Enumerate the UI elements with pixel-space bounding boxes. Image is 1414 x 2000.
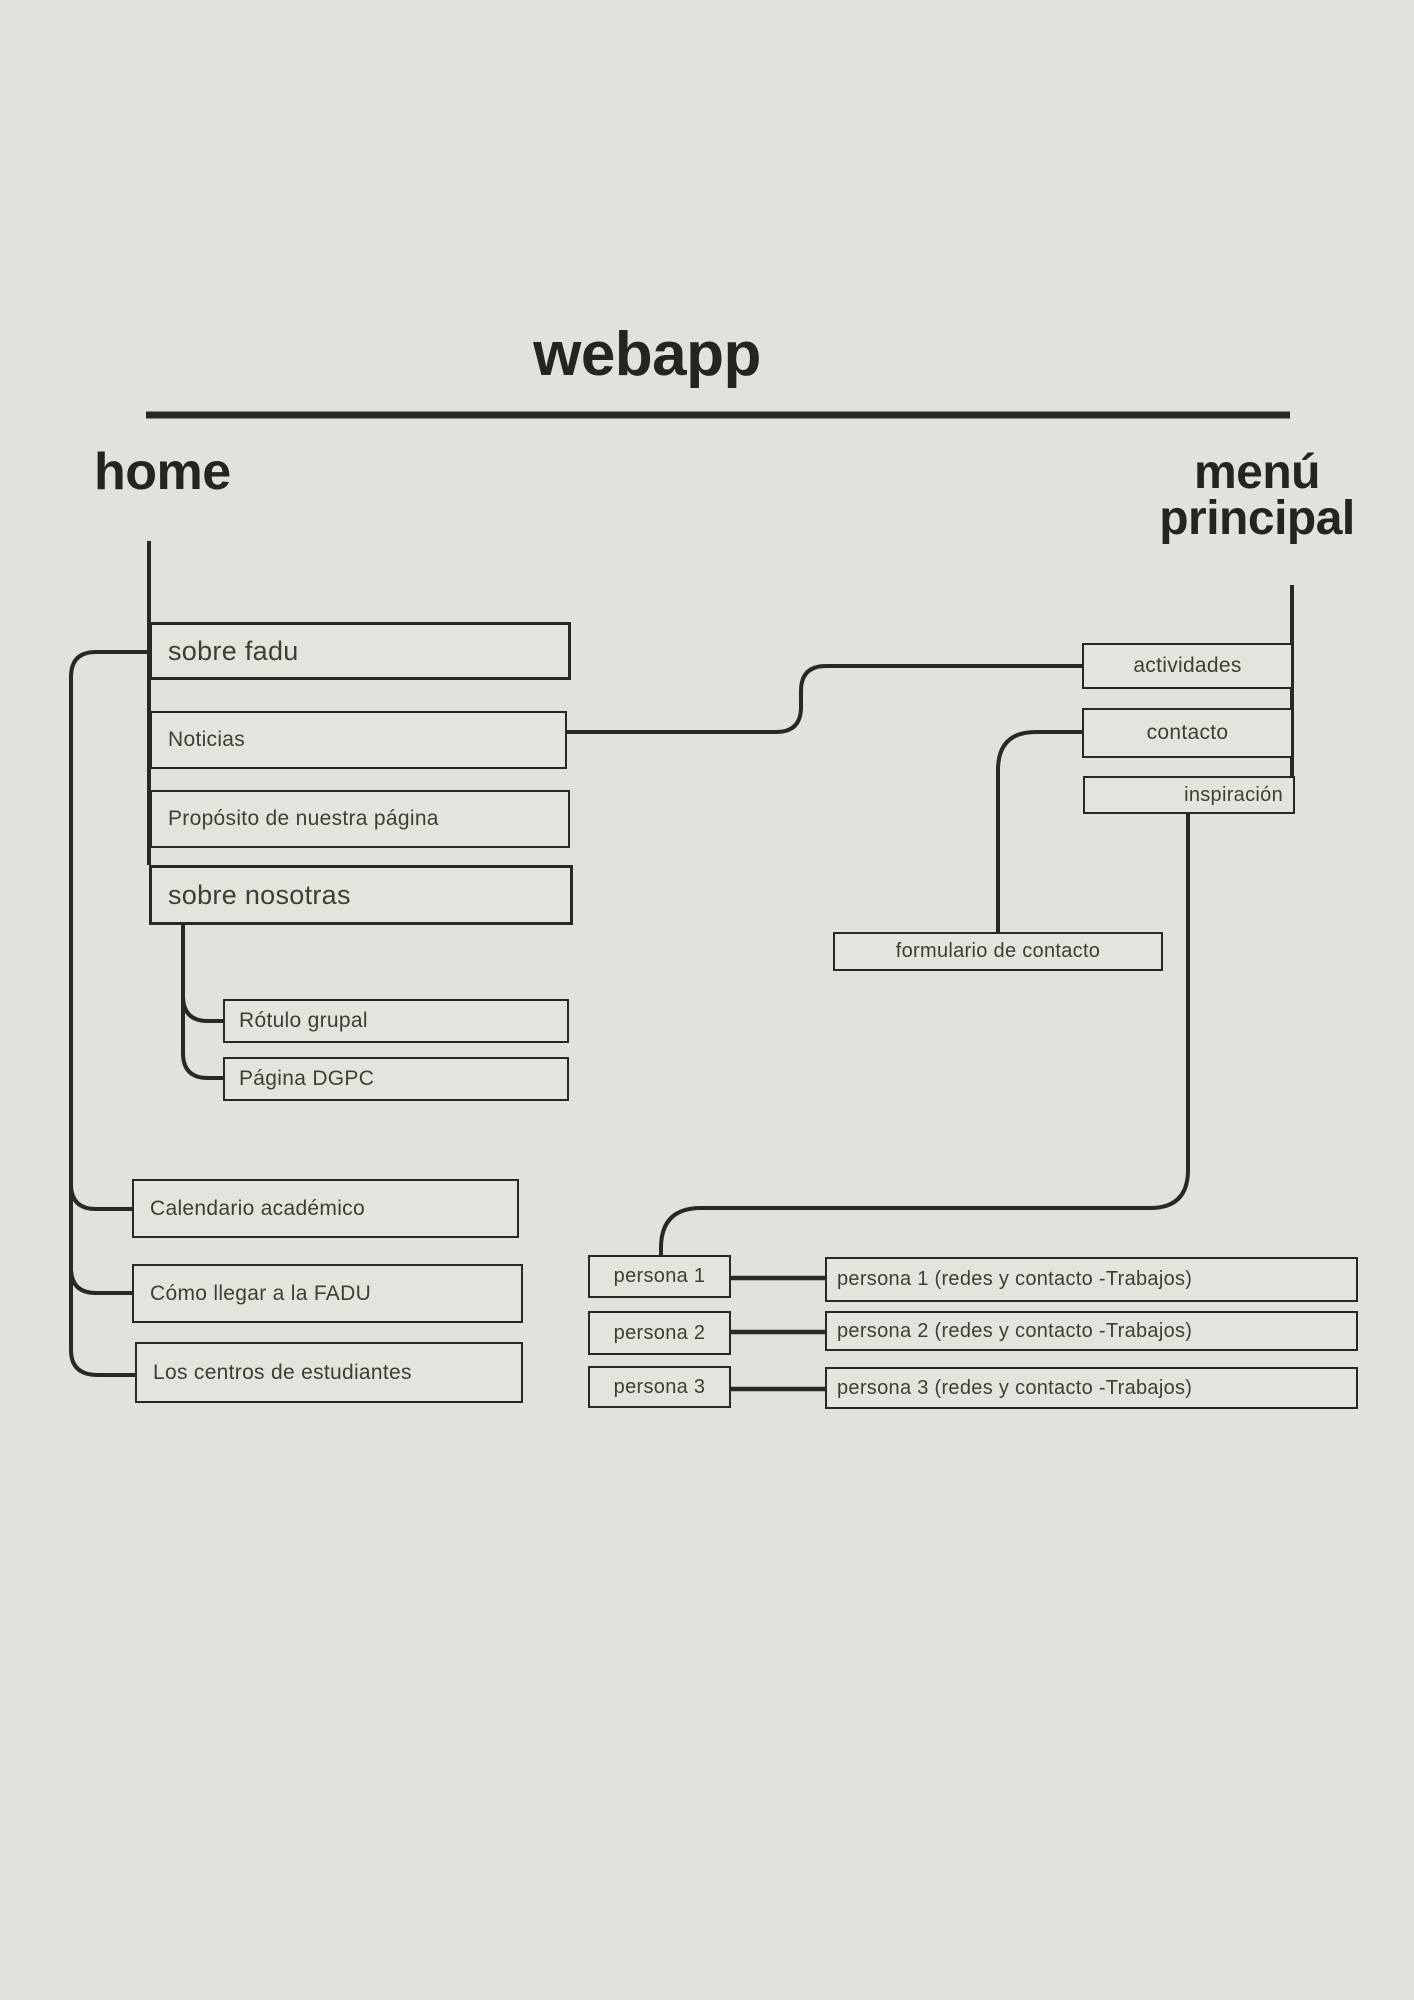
node-sobre-nosotras: sobre nosotras	[149, 865, 573, 925]
node-noticias: Noticias	[150, 711, 567, 769]
node-contacto: contacto	[1082, 708, 1293, 758]
node-persona-1: persona 1	[588, 1255, 731, 1298]
node-persona-2-detail: persona 2 (redes y contacto -Trabajos)	[825, 1311, 1358, 1351]
menu-heading-line1: menú	[1193, 446, 1321, 499]
node-rotulo-grupal: Rótulo grupal	[223, 999, 569, 1043]
node-actividades: actividades	[1082, 643, 1293, 689]
contacto-formulario-line	[996, 730, 1082, 932]
sub-branch-line	[181, 925, 223, 1080]
home-heading: home	[94, 443, 231, 501]
node-persona-1-detail: persona 1 (redes y contacto -Trabajos)	[825, 1257, 1358, 1302]
node-sobre-fadu: sobre fadu	[149, 622, 571, 680]
node-persona-3: persona 3	[588, 1366, 731, 1408]
node-inspiracion: inspiración	[1083, 776, 1295, 814]
node-calendario: Calendario académico	[132, 1179, 519, 1238]
inspiracion-persona-line	[659, 814, 1190, 1255]
sub-branch-elbow	[181, 995, 223, 1023]
secondary-elbow-1	[69, 1183, 132, 1211]
menu-heading-line2: principal	[1159, 492, 1355, 545]
secondary-elbow-2	[69, 1267, 132, 1295]
node-pagina-dgpc: Página DGPC	[223, 1057, 569, 1101]
node-formulario-contacto: formulario de contacto	[833, 932, 1163, 971]
node-persona-2: persona 2	[588, 1311, 731, 1355]
node-persona-3-detail: persona 3 (redes y contacto -Trabajos)	[825, 1367, 1358, 1409]
node-centros-estudiantes: Los centros de estudiantes	[135, 1342, 523, 1403]
node-como-llegar: Cómo llegar a la FADU	[132, 1264, 523, 1323]
node-proposito: Propósito de nuestra página	[150, 790, 570, 848]
menu-heading: menú principal	[1097, 446, 1414, 545]
noticias-actividades-line	[567, 664, 1082, 734]
diagram-title: webapp	[533, 320, 761, 389]
